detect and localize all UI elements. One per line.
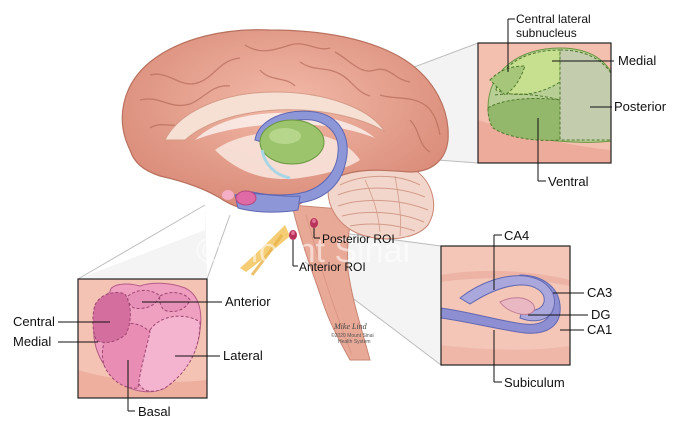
amygdala-structure — [235, 190, 257, 206]
dg-label: DG — [591, 307, 611, 322]
amygdala-lateral-label: Lateral — [223, 348, 263, 363]
artist-signature: Mike Lind — [333, 322, 368, 331]
amygdala-anterior-label: Anterior — [225, 294, 271, 309]
cerebellum — [327, 160, 435, 240]
amygdala-medial-label: Medial — [13, 334, 51, 349]
watermark-text: © Mount Sinai — [196, 232, 410, 270]
brainstem — [291, 204, 371, 361]
credit-line-2: Health System — [338, 339, 371, 345]
corpus-callosum — [164, 91, 386, 141]
ca4-label: CA4 — [504, 228, 529, 243]
thalamus-inset — [477, 42, 612, 164]
central-lateral-label-line2: subnucleus — [516, 26, 577, 40]
gyri — [139, 43, 441, 153]
credit-line-1: ©2020 Mount Sinai — [331, 332, 374, 339]
thalamus-ventral-label: Ventral — [548, 174, 589, 189]
anterior-roi-label: Anterior ROI — [299, 260, 366, 274]
central-lateral-label-line1: Central lateral — [516, 12, 591, 26]
dentate-gyrus — [499, 297, 535, 315]
roi-labels: Posterior ROI Anterior ROI — [292, 228, 395, 274]
brain-illustration: © Mount Sinai Mike Lind ©2020 Mount Sina… — [121, 29, 449, 361]
posterior-roi-marker — [310, 218, 318, 228]
ca3-label: CA3 — [587, 285, 612, 300]
thalamus-medial-label: Medial — [618, 53, 656, 68]
hippocampus-labels: CA4 CA3 DG CA1 Subiculum — [493, 228, 612, 390]
ca1-label: CA1 — [587, 322, 612, 337]
thalamus-posterior-label: Posterior — [614, 99, 667, 114]
hippocampus-inset — [440, 245, 571, 366]
amygdala-central-label: Central — [13, 314, 55, 329]
posterior-roi-label: Posterior ROI — [322, 232, 395, 246]
amygdala-basal-label: Basal — [138, 404, 171, 419]
subiculum-label: Subiculum — [504, 375, 565, 390]
amygdala-inset — [77, 278, 208, 399]
amygdala-labels: Anterior Central Medial Lateral Basal — [13, 294, 271, 419]
thalamus-labels: Central lateral subnucleus Medial Poster… — [507, 12, 667, 189]
nerve — [240, 225, 290, 272]
anterior-roi-marker — [289, 230, 297, 240]
